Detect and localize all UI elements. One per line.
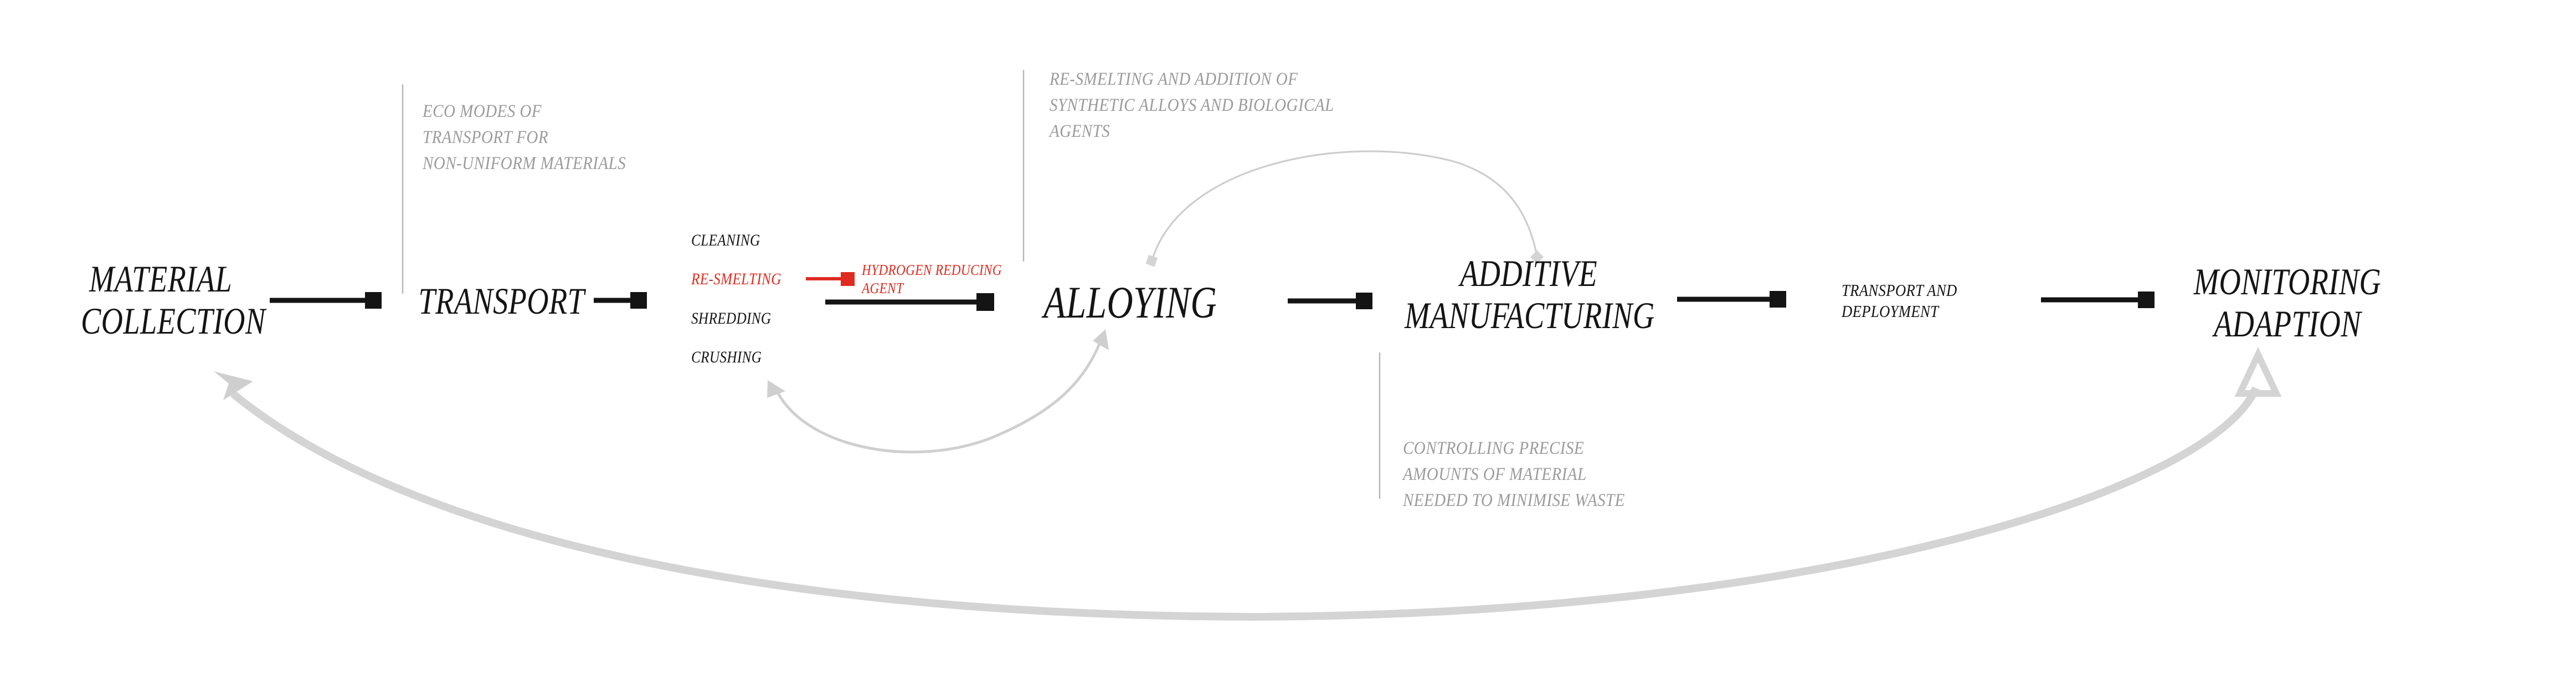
node-monitoring-adaption-line-1: MONITORING bbox=[2193, 260, 2382, 303]
node-transport-label: TRANSPORT bbox=[418, 280, 585, 322]
note-eco-line-3: NON-UNIFORM MATERIALS bbox=[423, 153, 626, 173]
note-controlling-precise-amounts: CONTROLLING PRECISE AMOUNTS OF MATERIAL … bbox=[1403, 436, 1625, 514]
sublist-item-shredding-label: SHREDDING bbox=[691, 309, 772, 328]
node-alloying[interactable]: ALLOYING bbox=[1043, 277, 1217, 328]
label-transport-and-deployment-line-2: DEPLOYMENT bbox=[1842, 301, 1939, 321]
sublist-item-re-smelting[interactable]: RE-SMELTING bbox=[691, 270, 781, 289]
connector-resmelting-to-hydrogen-agent bbox=[806, 272, 855, 286]
arrow-process-alloying-double bbox=[767, 329, 1109, 454]
label-transport-and-deployment-line-1: TRANSPORT AND bbox=[1842, 280, 1957, 300]
sublist-item-shredding[interactable]: SHREDDING bbox=[691, 309, 771, 328]
label-transport-and-deployment: TRANSPORT AND DEPLOYMENT bbox=[1842, 280, 1957, 322]
connector-transport-deployment-to-monitoring bbox=[2041, 292, 2155, 308]
note-resmelting-synthetic-alloys: RE-SMELTING AND ADDITION OF SYNTHETIC AL… bbox=[1050, 67, 1334, 145]
note-waste-line-2: AMOUNTS OF MATERIAL bbox=[1403, 464, 1587, 484]
connector-transport-to-process bbox=[594, 292, 647, 309]
note-eco-line-2: TRANSPORT FOR bbox=[423, 127, 549, 147]
note-eco-line-1: ECO MODES OF bbox=[423, 101, 542, 121]
node-material-collection-line-2: COLLECTION bbox=[81, 300, 266, 342]
node-material-collection-line-1: MATERIAL bbox=[89, 258, 233, 300]
note-waste-line-1: CONTROLLING PRECISE bbox=[1403, 438, 1585, 458]
label-hydrogen-reducing-agent: HYDROGEN REDUCING AGENT bbox=[862, 261, 1002, 298]
note-resmelt-line-1: RE-SMELTING AND ADDITION OF bbox=[1050, 69, 1298, 89]
note-resmelt-line-2: SYNTHETIC ALLOYS AND BIOLOGICAL bbox=[1050, 95, 1334, 115]
node-monitoring-adaption[interactable]: MONITORING ADAPTION bbox=[2172, 260, 2403, 345]
sublist-item-cleaning-label: CLEANING bbox=[691, 231, 760, 249]
label-hydrogen-reducing-agent-line-1: HYDROGEN REDUCING bbox=[862, 262, 1002, 278]
node-additive-manufacturing-line-1: ADDITIVE bbox=[1460, 252, 1597, 294]
note-resmelt-line-3: AGENTS bbox=[1050, 121, 1110, 141]
arc-alloying-to-additive bbox=[1145, 150, 1544, 267]
node-alloying-label: ALLOYING bbox=[1043, 277, 1217, 328]
sublist-item-re-smelting-label: RE-SMELTING bbox=[691, 270, 781, 288]
sublist-item-crushing-label: CRUSHING bbox=[691, 348, 762, 366]
node-monitoring-adaption-line-2: ADAPTION bbox=[2213, 303, 2362, 345]
connector-alloying-to-additive bbox=[1288, 293, 1372, 309]
node-material-collection[interactable]: MATERIAL COLLECTION bbox=[81, 258, 266, 342]
node-additive-manufacturing-line-2: MANUFACTURING bbox=[1405, 294, 1655, 337]
sublist-item-crushing[interactable]: CRUSHING bbox=[691, 348, 762, 367]
note-waste-line-3: NEEDED TO MINIMISE WASTE bbox=[1403, 490, 1625, 510]
node-transport[interactable]: TRANSPORT bbox=[418, 280, 584, 322]
label-hydrogen-reducing-agent-line-2: AGENT bbox=[862, 279, 904, 296]
connector-collection-to-transport bbox=[270, 292, 382, 309]
sublist-item-cleaning[interactable]: CLEANING bbox=[691, 231, 760, 250]
node-additive-manufacturing[interactable]: ADDITIVE MANUFACTURING bbox=[1405, 252, 1655, 337]
arrow-feedback-return-loop bbox=[214, 346, 2282, 621]
note-eco-modes-of-transport: ECO MODES OF TRANSPORT FOR NON-UNIFORM M… bbox=[423, 99, 626, 177]
connector-additive-to-transport-deployment bbox=[1677, 291, 1786, 308]
